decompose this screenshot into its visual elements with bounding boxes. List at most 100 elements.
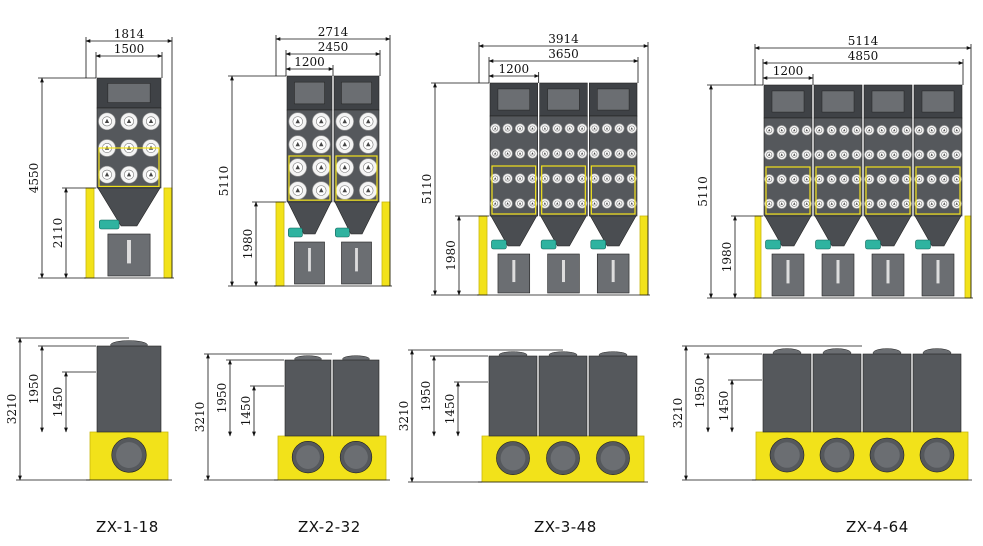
filter-cartridge-mark	[930, 153, 933, 156]
fan-motor	[99, 219, 120, 230]
filter-cartridge-mark	[580, 127, 584, 130]
front-view-zx-3-48	[477, 82, 650, 296]
filter-cartridge-mark	[880, 153, 883, 156]
filter-cartridge-mark	[366, 141, 371, 147]
filter-cartridge-mark	[918, 177, 921, 181]
dim-total-height-zx-2-32-text: 5110	[217, 166, 231, 197]
filter-cartridge-mark	[319, 141, 324, 147]
filter-cartridge-mark	[593, 152, 596, 155]
filter-cartridge-mark	[880, 177, 883, 181]
filter-cartridge-mark	[518, 152, 522, 155]
dim-module-width-zx-4-64-text: 1200	[773, 64, 804, 78]
filter-cartridge-mark	[868, 202, 871, 205]
filter-cartridge-mark	[618, 202, 621, 205]
dim-lower-height-zx-1-18-text: 2110	[51, 218, 65, 249]
filter-cartridge-mark	[780, 202, 783, 205]
filter-housing	[812, 353, 862, 433]
filter-housing	[538, 355, 588, 437]
dim-inner-width-zx-4-64-text: 4850	[848, 49, 879, 63]
filter-cartridge-mark	[580, 177, 584, 180]
filter-cartridge-mark	[543, 127, 547, 130]
filter-cartridge-mark	[342, 164, 347, 170]
bin-handle	[308, 248, 311, 272]
filter-cartridge-mark	[805, 177, 808, 181]
filter-cartridge-mark	[893, 177, 896, 181]
filter-cartridge-mark	[843, 202, 846, 205]
dust-hopper	[97, 187, 161, 227]
filter-cartridge-mark	[630, 152, 633, 155]
filter-cartridge-mark	[494, 202, 497, 205]
dim-inner-width-zx-1-18-text: 1500	[114, 42, 145, 56]
filter-cartridge-mark	[793, 202, 796, 205]
filter-cartridge-mark	[593, 127, 596, 130]
filter-cartridge-mark	[605, 202, 609, 205]
filter-cartridge-mark	[605, 177, 609, 180]
filter-cartridge-mark	[506, 202, 509, 205]
side-view-zx-2-32	[274, 355, 390, 481]
filter-cartridge-mark	[148, 172, 154, 177]
filter-cartridge-mark	[905, 202, 908, 205]
access-frame	[765, 166, 811, 215]
dim-module-width-zx-2-32-text: 1200	[294, 55, 325, 69]
dim-side-upper-zx-3-48-text: 1950	[419, 381, 433, 412]
dim-side-total-zx-2-32-text: 3210	[193, 402, 207, 433]
filter-cartridge-mark	[506, 177, 509, 180]
front-view-zx-4-64	[753, 84, 973, 299]
dim-total-width-zx-2-32-text: 2714	[318, 25, 349, 39]
filter-cartridge-mark	[818, 153, 821, 156]
dust-bin-inner	[344, 445, 368, 469]
filter-cartridge-mark	[905, 128, 908, 132]
dust-hopper	[864, 215, 912, 247]
fan-motor	[765, 239, 781, 250]
filter-cartridge-mark	[319, 164, 324, 170]
dim-module-width-zx-3-48-text: 1200	[499, 62, 530, 76]
bin-handle	[127, 240, 131, 264]
filter-cartridge-mark	[893, 202, 896, 205]
filter-cartridge-mark	[780, 177, 783, 181]
filter-cartridge-mark	[768, 202, 771, 205]
dust-bin-inner	[116, 442, 142, 469]
filter-cartridge-mark	[855, 128, 858, 132]
access-frame	[98, 147, 160, 188]
filter-cartridge-mark	[843, 177, 846, 181]
dim-side-upper-zx-1-18-text: 1950	[27, 374, 41, 405]
fan-motor	[815, 239, 831, 250]
filter-cartridge-mark	[531, 152, 534, 155]
support-leg	[639, 215, 649, 296]
filter-cartridge-mark	[518, 202, 522, 205]
access-frame	[815, 166, 861, 215]
outlet-duct	[341, 81, 372, 105]
filter-cartridge-mark	[955, 153, 958, 156]
dim-total-height-zx-4-64-text: 5110	[696, 176, 710, 207]
filter-housing	[96, 345, 162, 433]
fan-motor	[915, 239, 931, 250]
dim-total-width-zx-4-64-text: 5114	[848, 34, 879, 48]
dust-bin-inner	[774, 442, 800, 468]
filter-cartridge-mark	[506, 152, 509, 155]
filter-cartridge-mark	[768, 177, 771, 181]
filter-cartridge-mark	[295, 141, 300, 147]
filter-cartridge-mark	[955, 177, 958, 181]
dust-hopper	[589, 215, 637, 247]
bin-handle	[836, 260, 840, 284]
side-view-zx-3-48	[478, 351, 648, 483]
support-leg	[163, 187, 173, 279]
side-view-zx-1-18	[86, 340, 172, 481]
filter-cartridge-mark	[366, 118, 371, 124]
filter-cartridge-mark	[556, 152, 559, 155]
filter-cartridge-mark	[295, 187, 300, 193]
support-leg	[85, 187, 95, 279]
bin-handle	[786, 260, 790, 284]
filter-cartridge-mark	[148, 118, 154, 124]
fan-motor	[288, 227, 303, 238]
access-frame	[288, 155, 331, 201]
filter-cartridge-mark	[943, 128, 946, 132]
filter-housing	[588, 355, 638, 437]
outlet-duct	[497, 88, 530, 111]
bin-handle	[562, 260, 565, 283]
outlet-duct	[921, 90, 955, 113]
filter-cartridge-mark	[630, 127, 633, 130]
filter-housing	[912, 353, 962, 433]
dust-bin-inner	[874, 442, 900, 468]
